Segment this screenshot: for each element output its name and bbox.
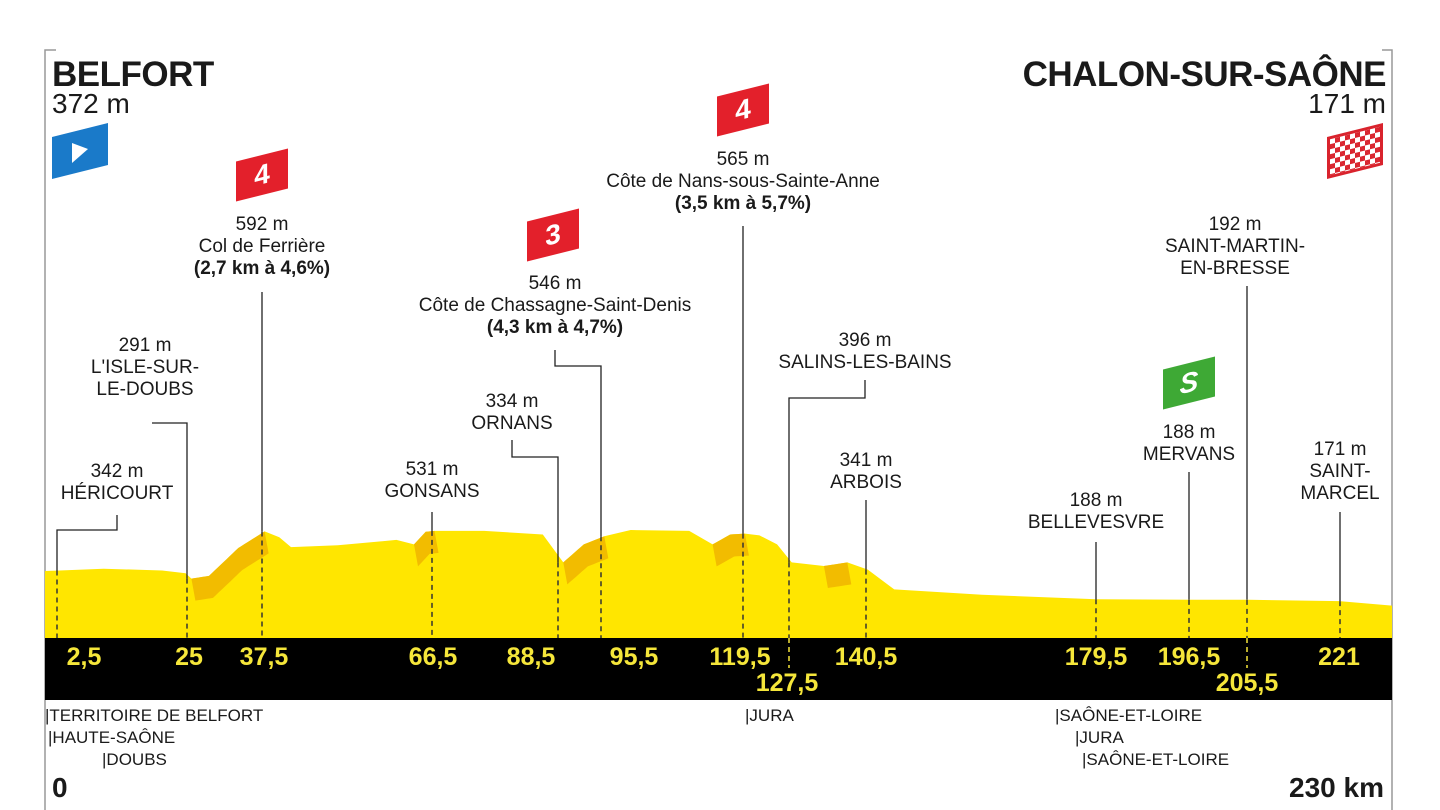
marker-chassagne-saint-denis: 546 m Côte de Chassagne-Saint-Denis (4,3… [419,273,692,339]
marker-col-de-ferriere: 592 m Col de Ferrière (2,7 km à 4,6%) [194,214,330,280]
climb-detail: (3,5 km à 5,7%) [674,193,812,214]
distance-end: 230 km [1289,772,1384,803]
finish-altitude: 171 m [1308,88,1386,119]
marker-gonsans: 531 m GONSANS [384,459,479,503]
marker-altitude: 188 m [1069,490,1123,511]
marker-name: SAINT- [1309,461,1371,482]
marker-name: Côte de Nans-sous-Sainte-Anne [606,171,880,192]
climb-segment [823,562,852,588]
department-label: |JURA [1075,728,1124,747]
marker-name: SAINT-MARTIN- [1164,236,1306,257]
marker-name: ARBOIS [830,472,902,493]
marker-altitude: 334 m [485,391,539,412]
climb-segment [414,530,439,567]
marker-name: BELLEVESVRE [1027,512,1165,533]
distance-start: 0 [52,772,68,803]
km-label: 95,5 [609,643,659,671]
frame-border [44,49,1393,810]
marker-salins-les-bains: 396 m SALINS-LES-BAINS [778,330,951,374]
marker-nans-sous-sainte-anne: 565 m Côte de Nans-sous-Sainte-Anne (3,5… [606,149,880,215]
marker-name: Côte de Chassagne-Saint-Denis [418,295,692,316]
km-label: 119,5 [709,643,771,671]
marker-altitude: 531 m [405,459,459,480]
marker-name: HÉRICOURT [60,483,174,504]
km-band [45,638,1392,700]
climb-segment [712,533,749,567]
marker-altitude: 192 m [1208,214,1262,235]
marker-name: L'ISLE-SUR- [90,357,200,378]
finish-city: CHALON-SUR-SAÔNE [1022,55,1387,94]
marker-altitude: 546 m [528,273,582,294]
department-label: |JURA [745,706,794,725]
start-altitude: 372 m [52,88,130,119]
marker-altitude: 188 m [1162,422,1216,443]
km-label: 88,5 [506,643,556,671]
marker-altitude: 342 m [90,461,144,482]
marker-saint-marcel: 171 m SAINT- MARCEL [1300,439,1379,505]
marker-altitude: 341 m [839,450,893,471]
marker-line [554,350,602,537]
marker-name: EN-BRESSE [1180,258,1290,279]
climb-detail: (4,3 km à 4,7%) [486,317,624,338]
marker-name: GONSANS [384,481,480,502]
marker-name: SALINS-LES-BAINS [778,352,952,373]
climb-detail: (2,7 km à 4,6%) [193,258,331,279]
km-label: 25 [175,643,203,671]
profile-area [45,530,1392,638]
marker-altitude: 291 m [118,335,172,356]
marker-name: Col de Ferrière [198,236,326,257]
km-label: 221 [1318,643,1360,671]
marker-line [788,380,866,563]
km-label: 127,5 [755,669,819,697]
marker-line [511,440,559,563]
marker-ornans: 334 m ORNANS [471,391,552,435]
department-label: |DOUBS [102,750,167,769]
marker-line [56,515,118,571]
km-label: 2,5 [66,643,102,671]
marker-altitude: 565 m [716,149,770,170]
department-label: |TERRITOIRE DE BELFORT [45,706,264,725]
marker-bellevesvre: 188 m BELLEVESVRE [1028,490,1164,534]
department-label: |SAÔNE-ET-LOIRE [1082,750,1230,769]
marker-hericourt: 342 m HÉRICOURT [61,461,174,505]
marker-arbois: 341 m ARBOIS [830,450,902,494]
marker-name: MERVANS [1142,444,1236,465]
marker-name: ORNANS [471,413,553,434]
km-label: 205,5 [1215,669,1279,697]
climb-segment [191,531,269,601]
marker-line [152,422,188,579]
km-label: 66,5 [408,643,458,671]
km-label: 179,5 [1064,643,1128,671]
marker-lisle-sur-le-doubs: 291 m L'ISLE-SUR- LE-DOUBS [91,335,199,401]
marker-name: LE-DOUBS [96,379,194,400]
km-label: 140,5 [834,643,898,671]
department-label: |HAUTE-SAÔNE [48,728,176,747]
marker-mervans: 188 m MERVANS [1143,422,1235,466]
marker-altitude: 592 m [235,214,289,235]
marker-altitude: 396 m [838,330,892,351]
marker-altitude: 171 m [1313,439,1367,460]
km-label: 196,5 [1157,643,1221,671]
marker-saint-martin-en-bresse: 192 m SAINT-MARTIN- EN-BRESSE [1165,214,1305,280]
department-label: |SAÔNE-ET-LOIRE [1055,706,1203,725]
climb-segment [563,536,609,585]
start-city: BELFORT [52,55,214,94]
marker-name: MARCEL [1300,483,1380,504]
km-label: 37,5 [239,643,289,671]
